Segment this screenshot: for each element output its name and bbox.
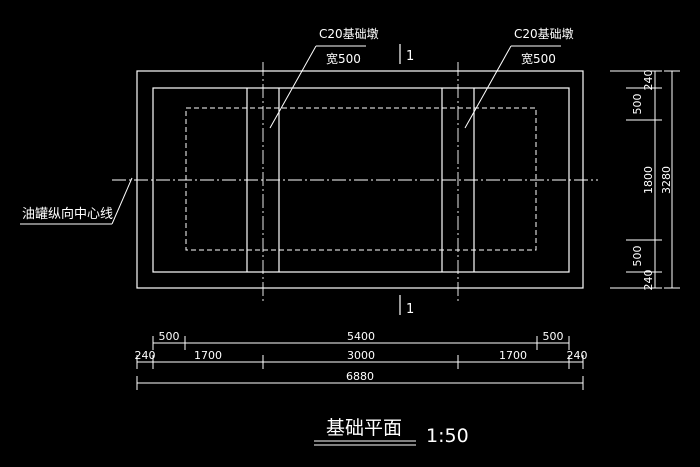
dimension-row-2: 240 1700 3000 1700 240 xyxy=(135,349,588,369)
dim-total-width: 6880 xyxy=(346,370,374,383)
section-label-top: 1 xyxy=(406,49,414,64)
outer-foundation-outline xyxy=(136,70,584,289)
dim-v-bottom-edge: 240 xyxy=(642,270,655,291)
dim-total-height: 3280 xyxy=(660,166,673,194)
dimension-total-width: 6880 xyxy=(136,370,584,390)
vertical-dimension-total: 3280 xyxy=(660,70,680,289)
dim-row2-edge-left: 240 xyxy=(135,349,156,362)
dim-row2-edge-right: 240 xyxy=(567,349,588,362)
right-pier-name: C20基础墩 xyxy=(514,27,574,41)
dim-v-top-pier: 500 xyxy=(631,94,644,115)
right-pier-callout: C20基础墩 宽500 xyxy=(464,27,574,129)
right-pier-width: 宽500 xyxy=(521,51,556,66)
centerline-label: 油罐纵向中心线 xyxy=(22,206,113,222)
vertical-dimension-segments: 240 500 1800 500 240 xyxy=(610,70,662,291)
section-marker-top: 1 xyxy=(399,44,414,64)
left-pier-callout: C20基础墩 宽500 xyxy=(269,27,379,129)
left-pier-width: 宽500 xyxy=(326,51,361,66)
left-pier-name: C20基础墩 xyxy=(319,27,379,41)
dim-row2-left: 1700 xyxy=(194,349,222,362)
dim-row1-right: 500 xyxy=(543,330,564,343)
centerline-callout: 油罐纵向中心线 xyxy=(20,177,133,225)
section-marker-bottom: 1 xyxy=(399,295,414,317)
drawing-scale: 1:50 xyxy=(426,425,469,447)
dim-row1-middle: 5400 xyxy=(347,330,375,343)
dim-v-middle: 1800 xyxy=(642,166,655,194)
section-label-bottom: 1 xyxy=(406,302,414,317)
dim-v-top-edge: 240 xyxy=(642,70,655,91)
dim-row1-left: 500 xyxy=(159,330,180,343)
drawing-title-block: 基础平面 1:50 xyxy=(314,417,469,447)
dim-row2-right: 1700 xyxy=(499,349,527,362)
dimension-row-1: 500 5400 500 xyxy=(152,330,570,350)
dim-row2-middle: 3000 xyxy=(347,349,375,362)
drawing-title: 基础平面 xyxy=(326,417,402,439)
dim-v-bottom-pier: 500 xyxy=(631,246,644,267)
tank-outline-dashed xyxy=(185,107,537,251)
